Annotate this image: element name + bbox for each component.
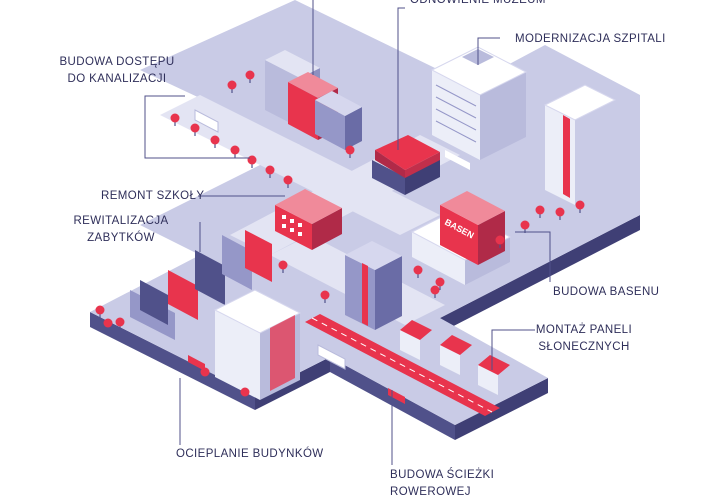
label-rewitalizacja-line2: ZABYTKÓW (87, 232, 155, 244)
label-budowa-dostepu-line1: BUDOWA DOSTĘPU (59, 56, 175, 68)
building-top-centre (265, 50, 362, 150)
label-sciezki-line2: ROWEROWEJ (390, 486, 471, 498)
label-budowa-dostepu: BUDOWA DOSTĘPU DO KANALIZACJI (59, 54, 174, 88)
label-budowa-dostepu-line2: DO KANALIZACJI (67, 73, 167, 85)
tree-crown (240, 387, 250, 397)
tree-crown (95, 305, 105, 315)
label-budowa-basenu: BUDOWA BASENU (553, 286, 660, 298)
trees (95, 70, 585, 400)
building-school (275, 189, 342, 250)
tree-crown (435, 277, 445, 287)
tree-crown (230, 145, 240, 155)
label-ocieplanie-budynkow: OCIEPLANIE BUDYNKÓW (176, 448, 324, 460)
tree-crown (413, 265, 423, 275)
tree-crown (320, 290, 330, 300)
building-central-tower (345, 241, 402, 330)
label-sciezki-line1: BUDOWA ŚCIEŻKI (390, 469, 495, 481)
building-hospital (430, 46, 528, 170)
tree-crown (170, 113, 180, 123)
building-right-tower (543, 84, 617, 205)
tree-crown (283, 175, 293, 185)
label-montaz-line1: MONTAŻ PANELI (535, 324, 633, 336)
tree-crown (200, 367, 210, 377)
label-montaz-paneli: MONTAŻ PANELI SŁONECZNYCH (536, 322, 632, 356)
building-pool (410, 191, 512, 285)
label-budowa-sciezki: BUDOWA ŚCIEŻKI ROWEROWEJ (390, 467, 494, 500)
tree-crown (520, 220, 530, 230)
label-rewitalizacja-zabytkow: REWITALIZACJA ZABYTKÓW (73, 213, 168, 247)
tree-crown (265, 165, 275, 175)
label-montaz-line2: SŁONECZNYCH (538, 341, 630, 353)
tree-crown (555, 207, 565, 217)
tree-crown (227, 80, 237, 90)
tree-crown (278, 260, 288, 270)
tree-crown (103, 318, 113, 328)
tree-crown (495, 235, 505, 245)
tree-crown (430, 285, 440, 295)
tree-crown (247, 155, 257, 165)
tree-crown (210, 135, 220, 145)
building-historic-row (130, 230, 272, 340)
label-modernizacja-szpitali: MODERNIZACJA SZPITALI (515, 33, 666, 45)
leader-lines (144, 0, 551, 465)
label-rewitalizacja-line1: REWITALIZACJA (73, 215, 169, 227)
building-museum (372, 135, 440, 195)
building-insulated (213, 289, 302, 400)
tree-crown (245, 70, 255, 80)
tree-crown (575, 200, 585, 210)
tree-crown (115, 317, 125, 327)
tree-crown (190, 123, 200, 133)
label-odnowienie-muzeum: ODNOWIENIE MUZEUM (410, 0, 546, 6)
label-remont-szkoly: REMONT SZKOŁY (101, 190, 205, 202)
tree-crown (345, 145, 355, 155)
building-solar-houses (400, 320, 510, 395)
tree-crown (535, 205, 545, 215)
